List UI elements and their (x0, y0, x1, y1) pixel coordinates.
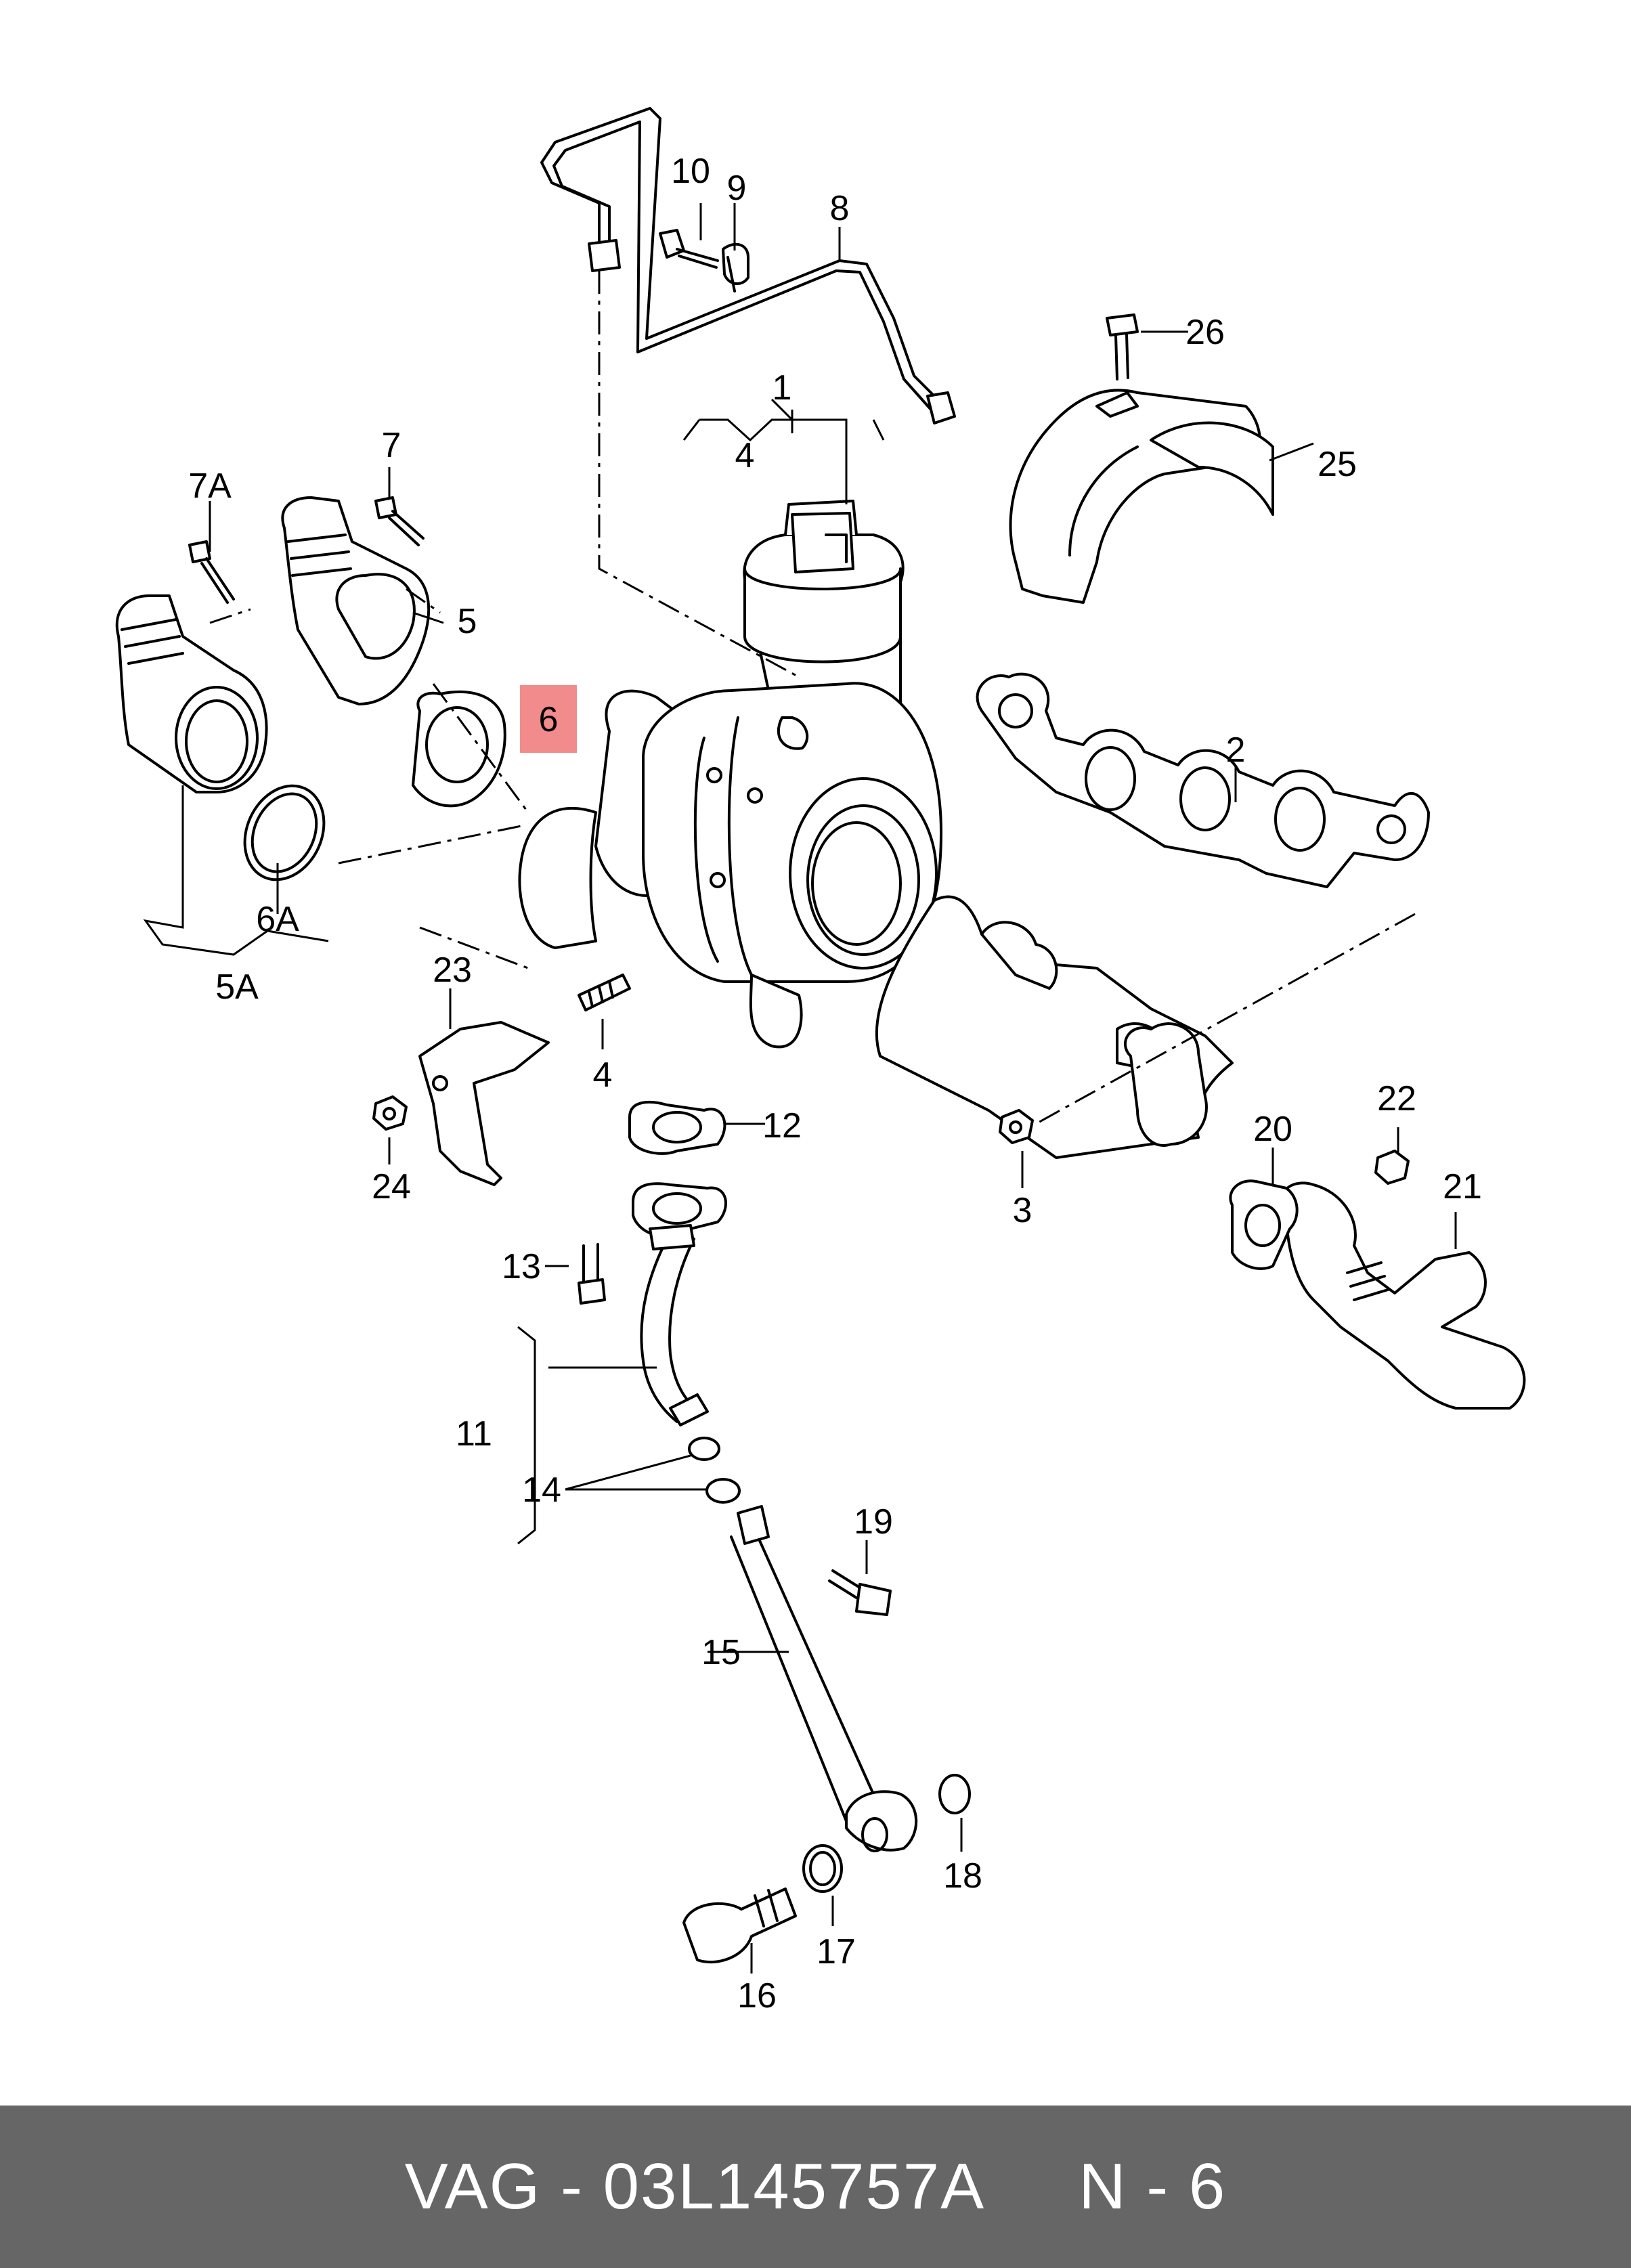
manifold-gasket (976, 672, 1430, 888)
label-7: 7 (382, 426, 401, 465)
o-rings-14 (688, 1437, 741, 1504)
label-5a: 5A (215, 967, 259, 1007)
label-14: 14 (522, 1470, 561, 1510)
label-6: 6 (539, 700, 559, 739)
label-11: 11 (456, 1414, 492, 1454)
bolt-13 (578, 1243, 606, 1305)
o-ring-6a (243, 784, 326, 881)
label-8: 8 (830, 189, 850, 228)
seal-18 (938, 1774, 971, 1814)
bracket-23 (418, 1021, 550, 1186)
label-3: 3 (1013, 1191, 1032, 1230)
bolt-7a (188, 540, 235, 604)
label-17: 17 (817, 1932, 856, 1971)
leader-lines (143, 203, 1457, 1973)
seal-17 (802, 1844, 843, 1893)
label-21: 21 (1443, 1167, 1482, 1206)
turbocharger (518, 500, 942, 1049)
label-15: 15 (701, 1633, 741, 1672)
label-20: 20 (1253, 1110, 1292, 1149)
label-26: 26 (1186, 313, 1225, 352)
label-19: 19 (854, 1502, 893, 1542)
gasket-12 (628, 1101, 726, 1155)
label-9: 9 (727, 169, 747, 208)
bolt-26 (1106, 313, 1139, 380)
footer-text: VAG - 03L145757A N - 6 (404, 2150, 1227, 2223)
label-1: 1 (773, 368, 792, 408)
label-12: 12 (762, 1106, 802, 1146)
flange-5a (115, 594, 268, 793)
footer-bar: VAG - 03L145757A N - 6 (0, 2106, 1631, 2268)
banjo-bolt-16 (682, 1888, 797, 1964)
label-7a: 7A (188, 466, 232, 506)
label-10: 10 (671, 152, 710, 191)
gasket-6 (412, 691, 506, 808)
label-4: 4 (593, 1055, 613, 1095)
bolt-19 (828, 1569, 892, 1616)
oil-pipe-15 (730, 1505, 918, 1852)
nut-3 (999, 1109, 1034, 1144)
bolt-7 (374, 496, 425, 546)
nut-24 (372, 1095, 408, 1131)
label-4-top: 4 (735, 436, 755, 475)
highlight-box (520, 685, 577, 753)
stud-4 (578, 974, 631, 1011)
label-16: 16 (737, 1976, 777, 2015)
nut-22 (1374, 1150, 1410, 1185)
label-22: 22 (1377, 1079, 1416, 1118)
label-2: 2 (1226, 730, 1246, 770)
label-13: 13 (502, 1247, 541, 1286)
bolt-10 (659, 229, 719, 269)
label-24: 24 (372, 1167, 411, 1206)
flange-5 (281, 496, 431, 705)
egr-pipe-21 (1123, 1022, 1526, 1410)
label-18: 18 (943, 1856, 982, 1896)
vacuum-pipe (540, 107, 956, 424)
reference-lines (209, 271, 1416, 1125)
parts-diagram: 1 4 2 3 4 5 5A 6 6A 7 7A 8 9 10 11 12 13… (115, 107, 1526, 2015)
label-25: 25 (1318, 445, 1357, 484)
part-labels: 1 4 2 3 4 5 5A 6 6A 7 7A 8 9 10 11 12 13… (188, 152, 1482, 2015)
heat-shield (1009, 389, 1274, 604)
label-23: 23 (433, 951, 472, 990)
label-5: 5 (458, 602, 477, 641)
oil-return-pipe-11 (632, 1182, 727, 1426)
label-6a: 6A (256, 900, 299, 939)
gasket-20 (1229, 1179, 1299, 1270)
